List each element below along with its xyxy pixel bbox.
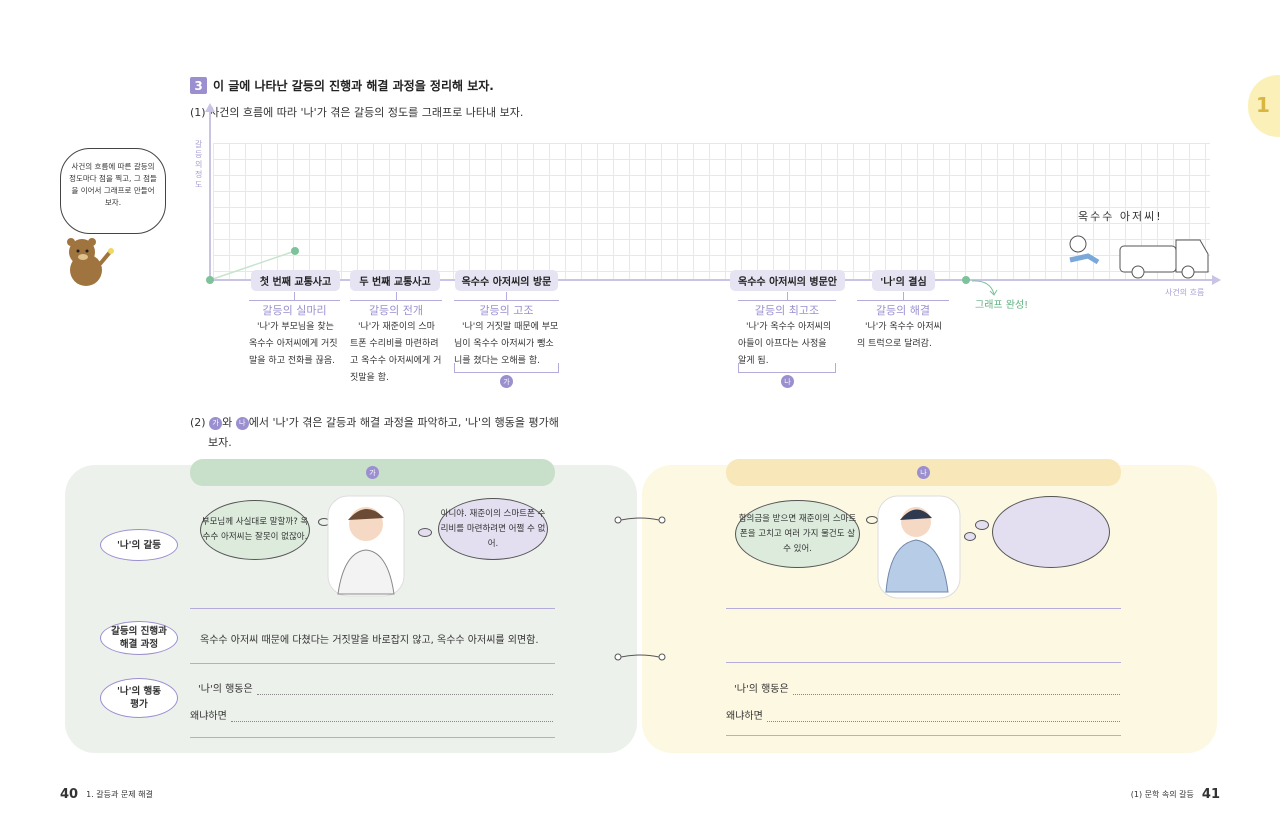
divider <box>190 608 555 609</box>
panel-b-thought-1: 합의금을 받으면 재준이의 스마트폰을 고치고 여러 가지 물건도 살 수 있어… <box>735 500 860 568</box>
event-2-detail: 갈등의 전개'나'가 재준이의 스마트폰 수리비를 마련하려고 옥수수 아저씨에… <box>350 292 442 387</box>
y-axis-label: 갈등의 정도 <box>195 140 203 189</box>
graph-complete-label: 그래프 완성! <box>975 300 1029 311</box>
bracket-b <box>738 363 836 373</box>
divider <box>726 735 1121 736</box>
event-4-title: 옥수수 아저씨의 병문안 <box>730 270 845 291</box>
graph-grid[interactable] <box>213 143 1210 280</box>
panel-a-evaluation-input[interactable]: '나'의 행동은 <box>198 680 553 695</box>
x-axis-label: 사건의 흐름 <box>1165 288 1205 297</box>
panel-a-reason-input[interactable]: 왜냐하면 <box>190 707 553 722</box>
panel-a-thought-2: 아니야. 재준이의 스마트폰 수리비를 마련하려면 어쩔 수 없어. <box>438 498 548 560</box>
y-axis <box>209 110 211 281</box>
sub-question-1: (1) 사건의 흐름에 따라 '나'가 겪은 갈등의 정도를 그래프로 나타내 … <box>190 106 524 119</box>
bracket-a <box>454 363 559 373</box>
chapter-tab: 1 <box>1248 75 1280 137</box>
example-graph-line <box>209 250 296 281</box>
arrow-icon <box>971 280 998 296</box>
divider <box>726 662 1121 663</box>
event-5-title: '나'의 결심 <box>872 270 935 291</box>
panel-b-reason-input[interactable]: 왜냐하면 <box>726 707 1120 722</box>
divider <box>726 608 1121 609</box>
graph-start-point <box>206 276 214 284</box>
event-4-detail: 갈등의 최고조'나'가 옥수수 아저씨의 아들이 아프다는 사정을 알게 됨. <box>738 292 836 370</box>
y-axis-arrow <box>205 103 215 112</box>
panel-a-tab: 가 <box>190 459 555 486</box>
thought-dot <box>418 528 432 537</box>
graph-end-point <box>962 276 970 284</box>
truck-illustration <box>1069 235 1209 279</box>
thought-dot <box>975 520 989 530</box>
row-label-process: 갈등의 진행과 해결 과정 <box>100 621 178 655</box>
panel-a-thought-1: 부모님께 사실대로 말할까? 옥수수 아저씨는 잘못이 없잖아. <box>200 500 310 560</box>
bracket-b-marker: 나 <box>781 375 794 388</box>
event-3-detail: 갈등의 고조'나'의 거짓말 때문에 부모님이 옥수수 아저씨가 뺑소니를 쳤다… <box>454 292 559 370</box>
divider <box>190 737 555 738</box>
boy-illustration-b <box>877 495 961 599</box>
illustration-text: 옥수수 아저씨! <box>1078 210 1163 223</box>
panel-b-evaluation-input[interactable]: '나'의 행동은 <box>734 680 1120 695</box>
x-axis <box>209 279 1214 281</box>
event-5-detail: 갈등의 해결'나'가 옥수수 아저씨의 트럭으로 달려감. <box>857 292 949 353</box>
graph-point <box>291 247 299 255</box>
boy-illustration-a <box>327 495 405 597</box>
ring-connectors <box>614 516 666 661</box>
event-2-title: 두 번째 교통사고 <box>350 270 440 291</box>
thought-dot <box>964 532 976 541</box>
row-label-conflict: '나'의 갈등 <box>100 529 178 561</box>
divider <box>190 663 555 664</box>
x-axis-arrow <box>1212 275 1221 285</box>
question-number: 3 <box>190 77 207 94</box>
bracket-a-marker: 가 <box>500 375 513 388</box>
bear-speech-bubble: 사건의 흐름에 따른 갈등의 정도마다 점을 찍고, 그 점들을 이어서 그래프… <box>60 148 166 234</box>
panel-b-tab: 나 <box>726 459 1121 486</box>
event-1-detail: 갈등의 실마리'나'가 부모님을 찾는 옥수수 아저씨에게 거짓말을 하고 전화… <box>249 292 340 370</box>
row-label-evaluation: '나'의 행동 평가 <box>100 678 178 718</box>
process-text: 옥수수 아저씨 때문에 다쳤다는 거짓말을 바로잡지 않고, 옥수수 아저씨를 … <box>200 635 539 646</box>
panel-b-thought-2-input[interactable] <box>992 496 1110 568</box>
event-3-title: 옥수수 아저씨의 방문 <box>455 270 558 291</box>
bear-illustration <box>67 238 114 286</box>
event-1-title: 첫 번째 교통사고 <box>251 270 340 291</box>
